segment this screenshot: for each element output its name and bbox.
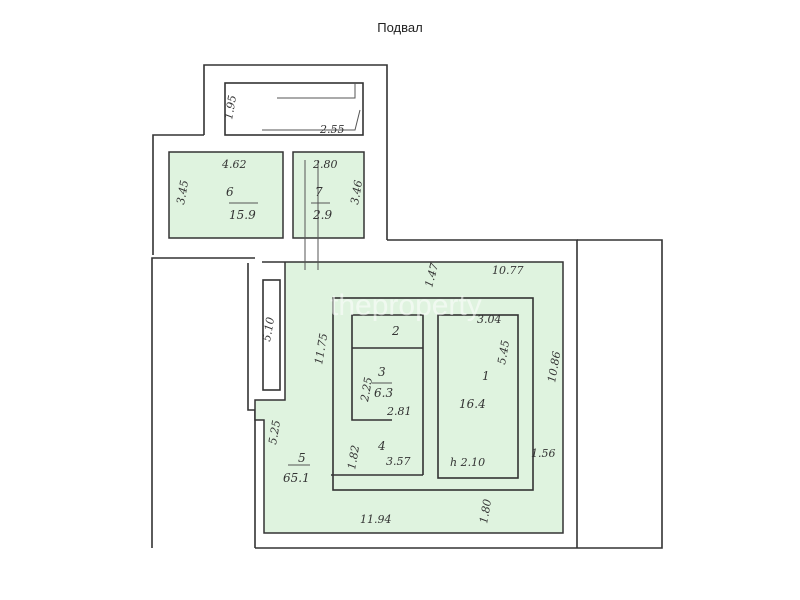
room-number: 4 xyxy=(377,439,386,453)
room-number: 1 xyxy=(482,369,490,383)
svg-text:2.25: 2.25 xyxy=(358,376,375,403)
room-3 xyxy=(351,314,424,475)
svg-text:3.45: 3.45 xyxy=(174,179,191,205)
svg-text:1.82: 1.82 xyxy=(345,444,362,470)
room-number: 5 xyxy=(298,451,306,465)
svg-text:11.94: 11.94 xyxy=(360,513,392,526)
svg-text:5.10: 5.10 xyxy=(260,316,277,342)
svg-text:4.62: 4.62 xyxy=(221,158,247,171)
dimension-labels: 1.95 2.55 4.62 3.45 2.80 3.46 1.47 10.77… xyxy=(174,94,563,526)
room-5 xyxy=(254,261,564,534)
svg-text:1.95: 1.95 xyxy=(222,94,239,120)
room-number: 2 xyxy=(391,324,400,338)
svg-text:h 2.10: h 2.10 xyxy=(450,456,485,469)
svg-text:1.47: 1.47 xyxy=(422,262,441,289)
svg-text:2.55: 2.55 xyxy=(319,123,345,136)
svg-text:2.81: 2.81 xyxy=(386,405,412,418)
room-area: 16.4 xyxy=(459,397,486,411)
svg-text:3.04: 3.04 xyxy=(477,313,502,326)
svg-text:1.80: 1.80 xyxy=(477,498,494,524)
room-6 xyxy=(168,151,284,239)
room-area: 65.1 xyxy=(283,471,310,485)
svg-text:5.25: 5.25 xyxy=(266,419,283,445)
svg-text:10.86: 10.86 xyxy=(545,350,563,383)
svg-text:3.46: 3.46 xyxy=(348,179,365,205)
watermark: theproperty xyxy=(330,289,482,322)
walls xyxy=(151,64,663,549)
floor-title: Подвал xyxy=(377,20,423,35)
room-number: 7 xyxy=(315,185,323,199)
room-number: 6 xyxy=(226,185,234,199)
svg-text:3.57: 3.57 xyxy=(386,455,411,468)
room-number: 3 xyxy=(378,365,386,379)
svg-text:1.56: 1.56 xyxy=(531,447,556,460)
svg-text:5.45: 5.45 xyxy=(495,339,512,365)
room-1 xyxy=(437,314,519,479)
room-area: 15.9 xyxy=(229,208,256,222)
svg-text:10.77: 10.77 xyxy=(492,264,524,277)
svg-text:2.80: 2.80 xyxy=(312,158,338,171)
room-area: 2.9 xyxy=(312,208,332,222)
svg-text:11.75: 11.75 xyxy=(312,332,330,365)
room-area: 6.3 xyxy=(374,386,393,400)
